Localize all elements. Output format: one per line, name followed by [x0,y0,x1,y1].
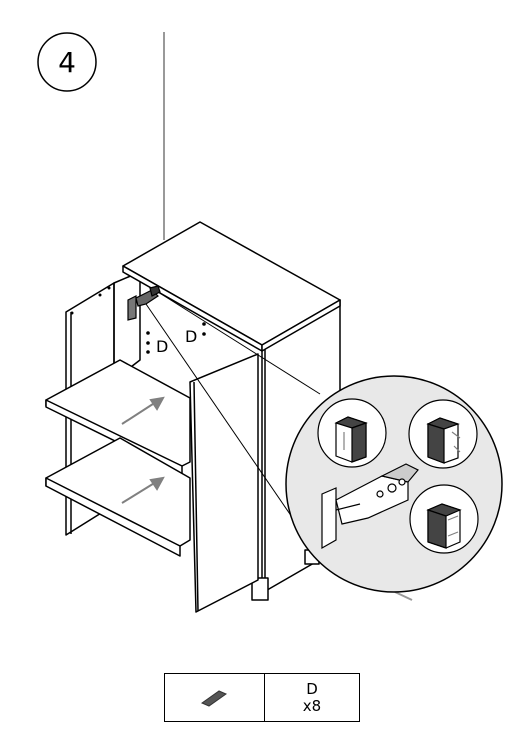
insert-arrows [121,396,165,504]
cabinet-pins [70,286,111,315]
part-label-d-lower: D [156,337,168,356]
detail-block-right-bottom [409,484,479,554]
part-label-d-upper: D [185,327,197,346]
arrow-upper-shelf [121,401,157,425]
step-number: 4 [58,46,76,79]
hinge-on-cabinet [127,285,161,321]
zoom-detail-circle [285,375,503,593]
parts-box: D x8 [164,673,360,722]
arrow-lower-shelf [121,481,157,504]
parts-text-cell: D x8 [265,674,359,721]
detail-block-right-top [408,399,478,469]
cabinet-door [189,353,259,613]
step-badge: 4 [37,32,97,92]
cabinet [45,221,341,613]
detail-block-left [317,398,387,468]
dowel-icon [200,690,228,707]
cabinet-leg-front [251,577,269,601]
zoom-callout-lines [145,291,413,601]
parts-quantity: x8 [302,696,322,715]
parts-icon-cell [165,674,265,721]
parts-letter: D [306,679,318,698]
hinge-detail [321,463,419,550]
dowel-holes [146,322,206,354]
